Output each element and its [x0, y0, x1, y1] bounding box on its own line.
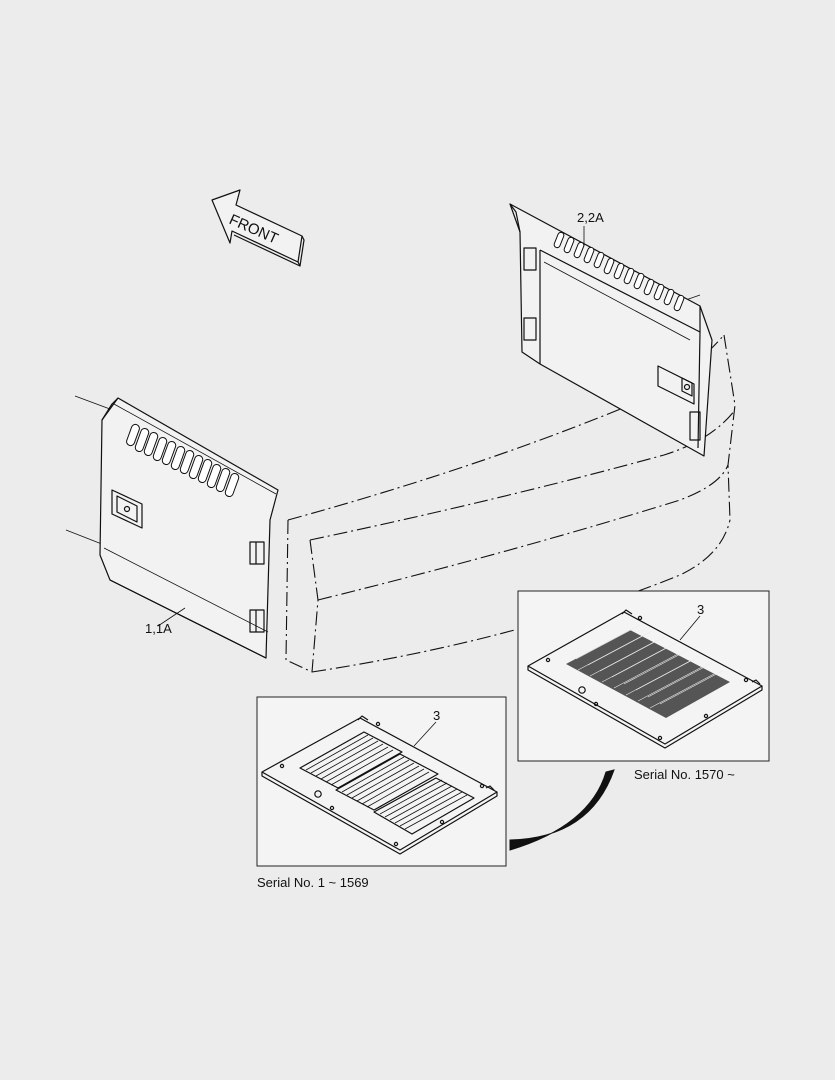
callout-grille-late: 3	[697, 602, 705, 617]
front-arrow	[211, 189, 305, 267]
detail-box-early	[256, 696, 507, 867]
callout-right-panel: 2,2A	[577, 210, 604, 225]
caption-serial-early: Serial No. 1 ~ 1569	[257, 875, 369, 890]
left-panel-louvres	[126, 423, 240, 498]
left-panel-hinges	[249, 541, 265, 633]
callout-grille-early: 3	[433, 708, 441, 723]
grille-slots	[299, 731, 475, 835]
right-panel-hinges	[523, 247, 701, 441]
left-side-panel	[99, 397, 279, 659]
right-panel-louvres	[553, 231, 685, 312]
callout-left-panel: 1,1A	[145, 621, 172, 636]
right-panel-latch	[657, 365, 695, 405]
change-arrow	[509, 769, 615, 851]
detail-box-late	[517, 590, 770, 762]
left-panel-handle	[111, 489, 143, 529]
caption-serial-late: Serial No. 1570 ~	[634, 767, 735, 782]
right-side-panel	[509, 203, 713, 457]
perforation-pattern	[575, 624, 725, 709]
